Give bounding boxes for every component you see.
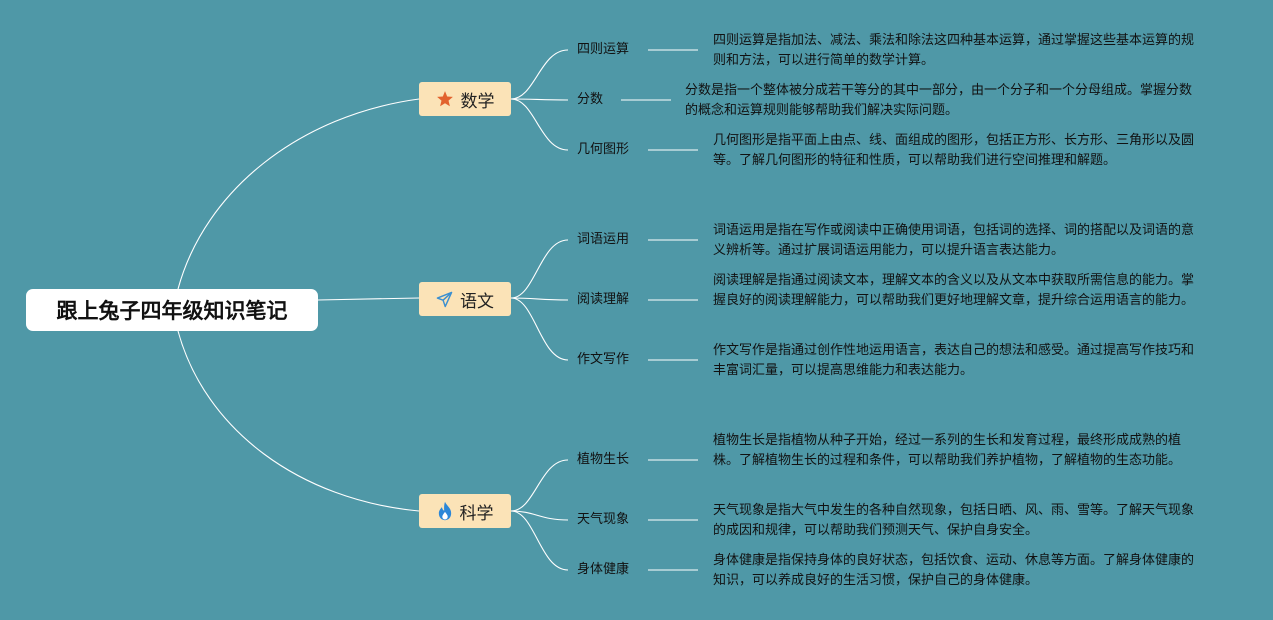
branch-label: 语文 [460,291,494,312]
topic-description: 几何图形是指平面上由点、线、面组成的图形，包括正方形、长方形、三角形以及圆等。了… [713,133,1195,168]
root-title: 跟上兔子四年级知识笔记 [56,299,288,323]
topic-description: 身体健康是指保持身体的良好状态，包括饮食、运动、休息等方面。了解身体健康的知识，… [713,553,1195,588]
topic-description: 天气现象是指大气中发生的各种自然现象，包括日晒、风、雨、雪等。了解天气现象的成因… [713,503,1195,538]
topic-description: 阅读理解是指通过阅读文本，理解文本的含义以及从文本中获取所需信息的能力。掌握良好… [713,273,1195,308]
topic-node[interactable]: 词语运用 [577,232,630,247]
topic-node[interactable]: 四则运算 [577,42,630,57]
topic-description: 词语运用是指在写作或阅读中正确使用词语，包括词的选择、词的搭配以及词语的意义辨析… [713,223,1195,258]
topic-description: 四则运算是指加法、减法、乘法和除法这四种基本运算，通过掌握这些基本运算的规则和方… [713,33,1195,68]
topic-description: 作文写作是指通过创作性地运用语言，表达自己的想法和感受。通过提高写作技巧和丰富词… [713,343,1195,378]
topic-node[interactable]: 身体健康 [577,562,630,577]
topic-node[interactable]: 天气现象 [577,512,630,527]
star-icon [436,91,453,107]
branch-node-chinese[interactable]: 语文 [419,282,511,316]
branch-node-math[interactable]: 数学 [419,82,511,116]
topic-description: 植物生长是指植物从种子开始，经过一系列的生长和发育过程，最终形成成熟的植株。了解… [713,433,1182,468]
topic-node[interactable]: 阅读理解 [577,292,630,307]
branch-node-science[interactable]: 科学 [419,494,511,528]
flame-icon [438,501,451,521]
topic-description: 分数是指一个整体被分成若干等分的其中一部分，由一个分子和一个分母组成。掌握分数的… [685,83,1193,118]
topic-node[interactable]: 几何图形 [577,142,630,157]
root-node[interactable]: 跟上兔子四年级知识笔记 [26,289,318,331]
topic-node[interactable]: 作文写作 [577,352,630,367]
branch-label: 数学 [460,91,495,112]
topic-node[interactable]: 植物生长 [577,452,630,467]
branch-label: 科学 [459,503,494,524]
topic-node[interactable]: 分数 [577,92,604,107]
paper-plane-icon [436,291,453,307]
